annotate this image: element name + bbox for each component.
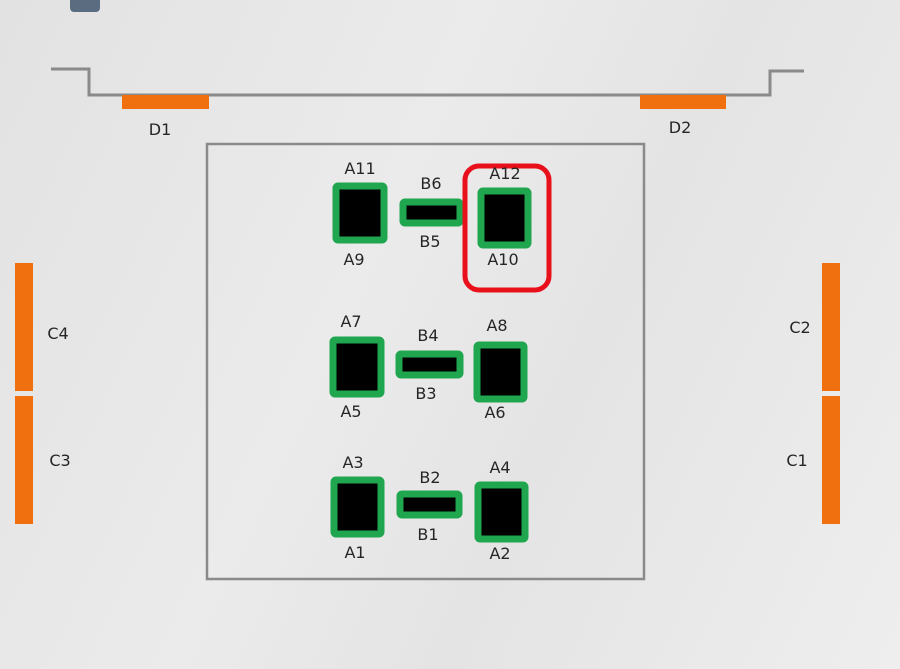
wall-unit-label-c3: C3 [49,451,71,470]
seat-label-a3: A3 [342,453,364,472]
wall-unit-label-c1: C1 [786,451,808,470]
link-label-b5: B5 [419,232,441,251]
wall-unit-c1-bar[interactable] [822,396,840,524]
wall-unit-c3-bar[interactable] [15,396,33,524]
wall-unit-c4-bar[interactable] [15,263,33,391]
door-d1-bar[interactable] [122,95,209,109]
door-label-d2: D2 [668,118,692,137]
seat-label-a11: A11 [344,159,376,178]
link-label-b2: B2 [419,468,441,487]
seat-a4-a2[interactable] [474,481,529,543]
seat-a8-a6[interactable] [473,341,528,403]
seat-label-a2: A2 [489,544,511,563]
link-label-b1: B1 [417,525,439,544]
link-b6-b5[interactable] [399,198,464,227]
seat-label-a1: A1 [344,543,366,562]
seat-a3-a1[interactable] [330,476,385,538]
wall-unit-label-c2: C2 [789,318,811,337]
link-label-b6: B6 [420,174,442,193]
link-label-b3: B3 [415,384,437,403]
wall-unit-label-c4: C4 [47,324,69,343]
seat-label-a10: A10 [487,250,519,269]
seat-a12-a10[interactable] [477,187,532,249]
inner-room-outline [205,142,646,581]
link-label-b4: B4 [417,326,439,345]
seat-label-a9: A9 [343,250,365,269]
seat-label-a5: A5 [340,402,362,421]
seat-a11-a9[interactable] [332,182,388,244]
highlight-a12-box [462,163,552,293]
seat-a7-a5[interactable] [329,336,385,398]
seat-label-a8: A8 [486,316,508,335]
door-d2-bar[interactable] [640,95,726,109]
seat-label-a7: A7 [340,312,362,331]
seat-label-a12: A12 [489,164,521,183]
seat-label-a4: A4 [489,458,511,477]
wall-unit-c2-bar[interactable] [822,263,840,391]
link-b4-b3[interactable] [395,350,464,379]
top-wall-outline [51,67,804,97]
link-b2-b1[interactable] [396,490,463,519]
background-tab [70,0,100,12]
seat-label-a6: A6 [484,403,506,422]
door-label-d1: D1 [148,120,172,139]
